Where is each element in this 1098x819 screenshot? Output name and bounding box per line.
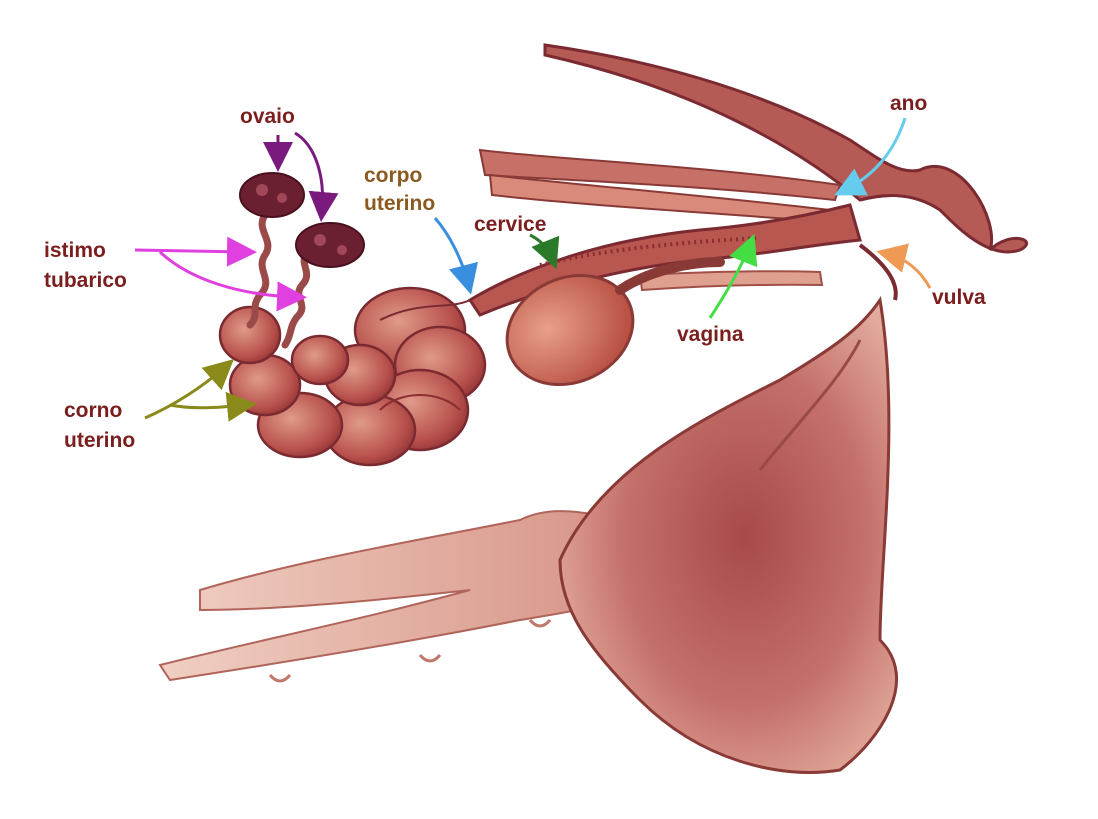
lower-tract-body xyxy=(560,300,897,772)
label-ovaio: ovaio xyxy=(240,104,295,129)
label-corpo-line1: corpo xyxy=(364,163,422,188)
label-corno-line2: uterino xyxy=(64,428,135,453)
label-vulva: vulva xyxy=(932,285,986,310)
label-istimo-line1: istimo xyxy=(44,238,106,263)
label-ano: ano xyxy=(890,91,927,116)
arrow-istimo xyxy=(135,250,295,297)
arrow-corpo xyxy=(435,218,468,283)
label-vagina: vagina xyxy=(677,322,744,347)
label-istimo-line2: tubarico xyxy=(44,268,127,293)
label-corno-line1: corno xyxy=(64,398,122,423)
label-cervice: cervice xyxy=(474,212,546,237)
ovaries xyxy=(240,173,364,267)
uterine-horns xyxy=(220,288,485,465)
label-corpo-line2: uterino xyxy=(364,191,435,216)
arrow-cervice xyxy=(530,235,552,258)
